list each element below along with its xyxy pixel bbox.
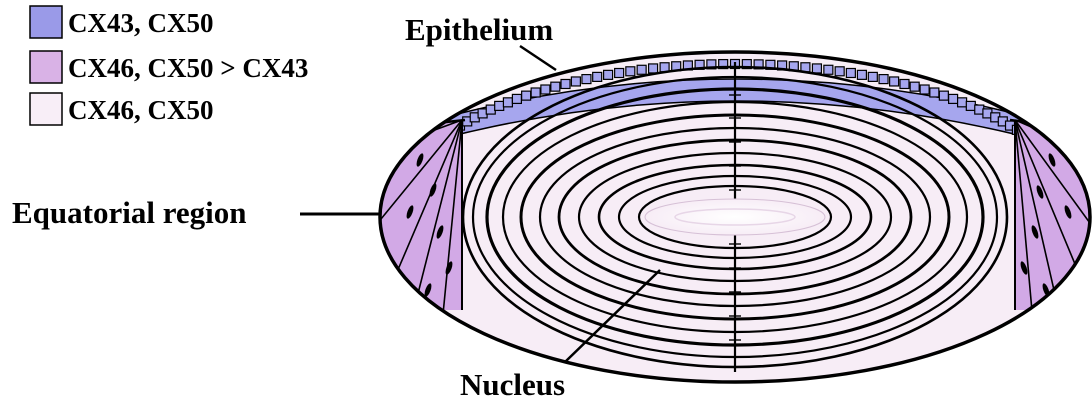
epithelial-cell	[522, 91, 531, 100]
epithelial-cell	[637, 65, 646, 74]
epithelial-cell	[512, 94, 521, 103]
label-epithelium: Epithelium	[405, 12, 553, 47]
epithelial-cell	[900, 79, 909, 88]
legend-label: CX46, CX50 > CX43	[68, 53, 308, 83]
epithelial-cell	[868, 72, 877, 81]
epithelial-cell	[531, 88, 540, 97]
lens	[370, 52, 1092, 382]
epithelial-cell	[812, 64, 821, 73]
epithelial-cell	[846, 68, 855, 77]
epithelial-cell	[551, 82, 560, 91]
nucleus-core	[645, 199, 825, 235]
legend: CX43, CX50 CX46, CX50 > CX43 CX46, CX50	[30, 6, 308, 125]
epithelial-cell	[958, 98, 967, 107]
epithelial-cell	[615, 68, 624, 77]
epithelial-cell	[857, 70, 866, 79]
epithelial-cell	[949, 94, 958, 103]
label-nucleus: Nucleus	[460, 367, 565, 402]
epithelial-cell	[835, 67, 844, 76]
legend-swatch	[30, 51, 62, 83]
legend-item-cx46-cx50: CX46, CX50	[30, 93, 214, 125]
legend-swatch	[30, 6, 62, 38]
epithelial-cell	[593, 72, 602, 81]
leader-line	[520, 46, 556, 70]
epithelial-cell	[571, 77, 580, 86]
callout-equatorial: Equatorial region	[12, 195, 381, 230]
epithelial-cell	[561, 79, 570, 88]
epithelial-cell	[824, 65, 833, 74]
epithelial-cell	[486, 105, 495, 114]
legend-swatch	[30, 93, 62, 125]
epithelial-cell	[879, 75, 888, 84]
epithelial-cell	[939, 91, 948, 100]
epithelial-cell	[495, 101, 504, 110]
epithelial-cell	[503, 98, 512, 107]
legend-item-cx43-cx50: CX43, CX50	[30, 6, 214, 38]
callout-epithelium: Epithelium	[405, 12, 556, 70]
epithelial-cell	[930, 88, 939, 97]
epithelial-cell	[604, 70, 613, 79]
epithelial-cell	[890, 77, 899, 86]
epithelial-cell	[966, 101, 975, 110]
legend-item-cx46-cx50-gt-cx43: CX46, CX50 > CX43	[30, 51, 308, 83]
legend-label: CX46, CX50	[68, 95, 214, 125]
epithelial-cell	[920, 85, 929, 94]
epithelial-cell	[626, 67, 635, 76]
epithelial-cell	[910, 82, 919, 91]
label-equatorial-region: Equatorial region	[12, 195, 247, 230]
epithelial-cell	[541, 85, 550, 94]
legend-label: CX43, CX50	[68, 8, 214, 38]
epithelial-cell	[582, 75, 591, 84]
epithelial-cell	[649, 64, 658, 73]
